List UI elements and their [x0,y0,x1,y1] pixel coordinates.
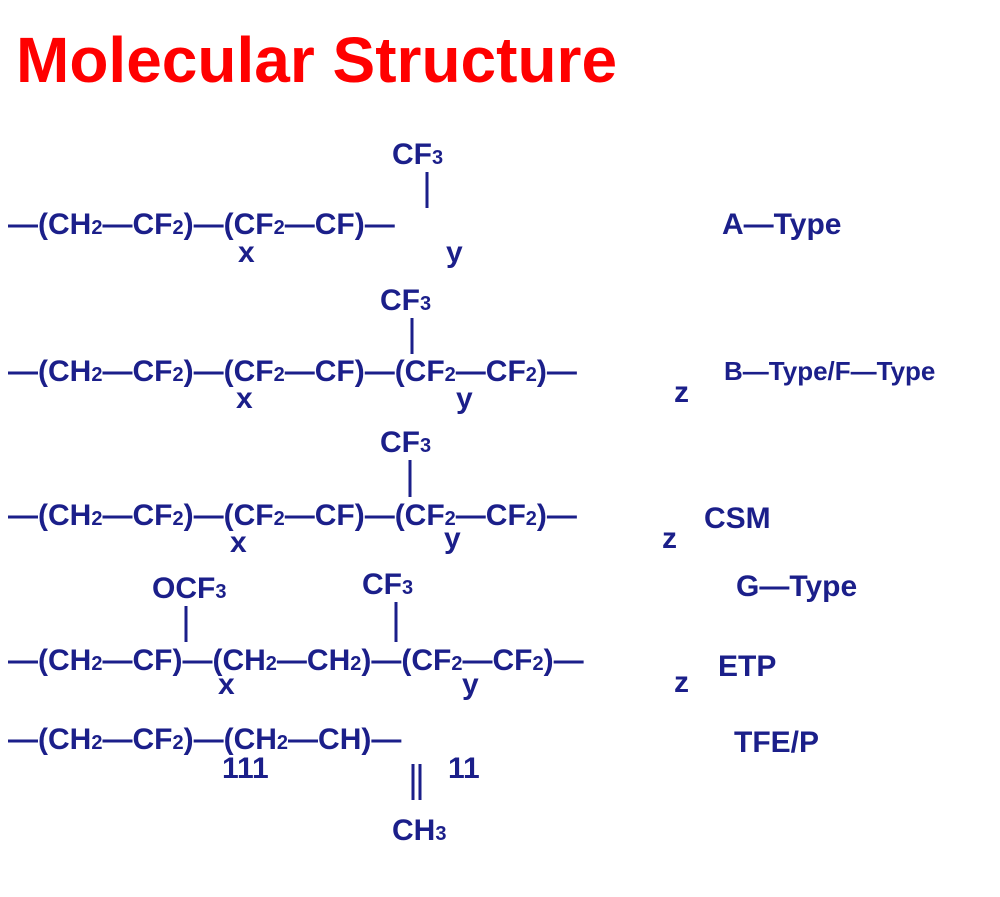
sidegroup-ch3: CH3 [392,814,446,847]
subscript-y: y [456,382,473,415]
page-title: Molecular Structure [16,24,618,96]
formula-csm: CF3 —(CH2—CF2)—(CF2—CF)—(CF2—CF2)— x y z… [8,426,771,559]
sidegroup-cf3: CF3 [380,284,431,317]
formula-a-type: CF3 —(CH2—CF2)—(CF2—CF)— x y A—Type [8,138,841,269]
formula-g-type: G—Type [736,570,857,603]
formula-tfe-p: —(CH2—CF2)—(CH2—CH)— 111 11 TFE/P CH3 [8,723,819,847]
polymer-chain: —(CH2—CF2)—(CH2—CH)— [8,723,401,756]
subscript-x: x [230,526,247,559]
sidegroup-cf3: CF3 [362,568,413,601]
type-label: G—Type [736,570,857,603]
type-label: CSM [704,502,771,535]
type-label: TFE/P [734,726,819,759]
sidegroup-ocf3: OCF3 [152,572,226,605]
subscript-x: x [218,668,235,701]
subscript-y: y [444,522,461,555]
subscript-y: y [446,236,463,269]
polymer-chain: —(CH2—CF2)—(CF2—CF)—(CF2—CF2)— [8,355,577,388]
subscript-x: x [236,382,253,415]
subscript-11: 11 [448,752,480,785]
polymer-chain: —(CH2—CF2)—(CF2—CF)—(CF2—CF2)— [8,499,577,532]
formula-etp: OCF3 CF3 —(CH2—CF)—(CH2—CH2)—(CF2—CF2)— … [8,568,776,701]
subscript-z: z [662,522,677,555]
polymer-chain: —(CH2—CF)—(CH2—CH2)—(CF2—CF2)— [8,644,584,677]
sidegroup-cf3: CF3 [392,138,443,171]
subscript-z: z [674,376,689,409]
formula-b-type: CF3 —(CH2—CF2)—(CF2—CF)—(CF2—CF2)— x y z… [8,284,935,415]
subscript-111: 111 [222,752,269,785]
type-label: B—Type/F—Type [724,356,935,386]
polymer-chain: —(CH2—CF2)—(CF2—CF)— [8,208,395,241]
subscript-x: x [238,236,255,269]
subscript-z: z [674,666,689,699]
type-label: A—Type [722,208,841,241]
sidegroup-cf3: CF3 [380,426,431,459]
type-label: ETP [718,650,776,683]
subscript-y: y [462,668,479,701]
